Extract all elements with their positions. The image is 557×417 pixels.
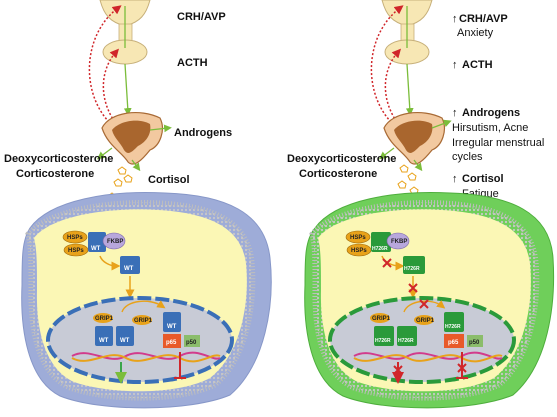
left-feedback-arrow-outer bbox=[88, 5, 122, 126]
right-complex-to-receptor-arrow bbox=[381, 255, 405, 271]
right-crh-label: CRH/AVP bbox=[459, 13, 508, 25]
right-adrenal-medulla bbox=[394, 120, 433, 153]
right-grip1-b bbox=[414, 315, 434, 325]
right-panel: ↑ CRH/AVP Anxiety ↑ ACTH ↑ Androgens Hir… bbox=[287, 0, 555, 409]
left-doc-arrow bbox=[96, 147, 113, 160]
left-hsps-top bbox=[62, 230, 88, 244]
right-p50-label: p50 bbox=[469, 340, 480, 346]
right-hirsutism-label: Hirsutism, Acne bbox=[452, 122, 528, 134]
right-irregular-label: Irregular menstrual bbox=[452, 137, 544, 149]
right-gr-dimer-b-label: H726R bbox=[398, 338, 414, 344]
left-androgens-label: Androgens bbox=[174, 127, 232, 139]
left-grip1-a bbox=[93, 313, 113, 323]
left-adrenal-medulla bbox=[112, 120, 151, 153]
right-grip1-b-label: GRIP1 bbox=[416, 318, 435, 324]
right-cortisol-arrow bbox=[413, 159, 423, 172]
left-fkbp-label: FKBP bbox=[107, 239, 123, 245]
left-gr-dimer-a-label: WT bbox=[99, 338, 109, 344]
left-p50 bbox=[184, 335, 200, 347]
left-fkbp bbox=[102, 232, 126, 250]
left-hsps-bottom-label: HSPs bbox=[68, 248, 84, 254]
left-grip1-b bbox=[132, 315, 152, 325]
right-androgen-arrow bbox=[431, 119, 452, 129]
left-cortico-label: Corticosterone bbox=[16, 168, 94, 180]
left-cortisol-arrow bbox=[131, 159, 141, 172]
right-androgens-label: Androgens bbox=[462, 107, 520, 119]
left-grip-arrow bbox=[121, 300, 166, 313]
right-anxiety-label: Anxiety bbox=[457, 27, 494, 39]
right-p65-label: p65 bbox=[448, 340, 459, 346]
left-doc-label: Deoxycorticosterone bbox=[4, 153, 113, 165]
right-p65 bbox=[444, 334, 464, 348]
left-p50-label: p50 bbox=[186, 340, 197, 346]
left-p65-label: p65 bbox=[166, 340, 177, 346]
left-grip1-a-label: GRIP1 bbox=[95, 316, 114, 322]
left-gr-dimer-b-label: WT bbox=[120, 338, 130, 344]
right-doc-label: Deoxycorticosterone bbox=[287, 153, 396, 165]
left-activated-receptor-label: WT bbox=[124, 266, 134, 272]
right-block-x-5 bbox=[457, 363, 467, 373]
left-androgen-arrow bbox=[149, 124, 172, 133]
right-block-x-1 bbox=[382, 258, 392, 268]
left-nucleus bbox=[46, 296, 234, 384]
left-gr-dimer-a bbox=[95, 326, 113, 346]
left-panel: CRH/AVP ACTH Androgens Deoxycorticostero… bbox=[4, 0, 272, 409]
right-p50 bbox=[467, 335, 483, 347]
left-p65 bbox=[163, 334, 181, 348]
right-fkbp-label: FKBP bbox=[391, 239, 407, 245]
right-cortisol-up-arrow: ↑ bbox=[452, 173, 458, 185]
left-gr-monomer-label: WT bbox=[167, 324, 177, 330]
right-hsps-top bbox=[345, 230, 371, 244]
right-hsps-bottom-label: HSPs bbox=[351, 248, 367, 254]
right-acth-label: ACTH bbox=[462, 59, 493, 71]
right-acth-up-arrow: ↑ bbox=[452, 59, 458, 71]
right-dna-helix bbox=[353, 351, 503, 363]
right-crh-up-arrow: ↑ bbox=[452, 13, 458, 25]
left-grip1-b-label: GRIP1 bbox=[134, 318, 153, 324]
right-hsps-top-label: HSPs bbox=[350, 235, 366, 241]
left-transrepression-bar bbox=[174, 352, 186, 379]
right-cycles-label: cycles bbox=[452, 151, 483, 163]
left-hsps-top-label: HSPs bbox=[67, 235, 83, 241]
right-acth-line bbox=[405, 63, 414, 116]
left-dna-helix bbox=[71, 351, 221, 363]
right-activated-receptor-label: H726R bbox=[404, 266, 420, 272]
right-fkbp bbox=[386, 232, 410, 250]
right-transrepression-bar bbox=[456, 352, 468, 379]
right-gr-dimer-b bbox=[397, 326, 417, 346]
left-acth-label: ACTH bbox=[177, 57, 208, 69]
left-receptor-complex bbox=[88, 232, 106, 252]
right-androgens-up-arrow: ↑ bbox=[452, 107, 458, 119]
left-gr-monomer bbox=[163, 312, 181, 332]
right-gr-dimer-a-label: H726R bbox=[375, 338, 391, 344]
right-nucleus bbox=[328, 296, 516, 384]
right-cortisol-label: Cortisol bbox=[462, 173, 504, 185]
right-feedback-arrow-outer bbox=[370, 5, 404, 126]
left-crh-label: CRH/AVP bbox=[177, 11, 226, 23]
right-gr-monomer-label: H726R bbox=[445, 324, 461, 330]
right-receptor-complex bbox=[371, 232, 391, 252]
left-activated-receptor bbox=[120, 256, 140, 274]
right-grip1-a bbox=[370, 313, 390, 323]
right-gr-monomer bbox=[444, 312, 464, 332]
left-cortisol-label: Cortisol bbox=[148, 174, 190, 186]
left-complex-to-receptor-arrow bbox=[99, 255, 121, 271]
right-block-x-2 bbox=[408, 283, 418, 293]
right-cortico-label: Corticosterone bbox=[299, 168, 377, 180]
right-receptor-complex-label: H726R bbox=[372, 246, 388, 252]
right-doc-arrow bbox=[378, 147, 395, 160]
right-activated-receptor bbox=[403, 256, 425, 274]
right-block-x-3 bbox=[419, 299, 429, 309]
left-gr-dimer-b bbox=[116, 326, 134, 346]
left-acth-line bbox=[123, 63, 132, 116]
right-block-x-4 bbox=[393, 365, 403, 375]
right-gr-dimer-a bbox=[374, 326, 394, 346]
right-grip1-a-label: GRIP1 bbox=[372, 316, 391, 322]
left-receptor-complex-label: WT bbox=[91, 246, 101, 252]
